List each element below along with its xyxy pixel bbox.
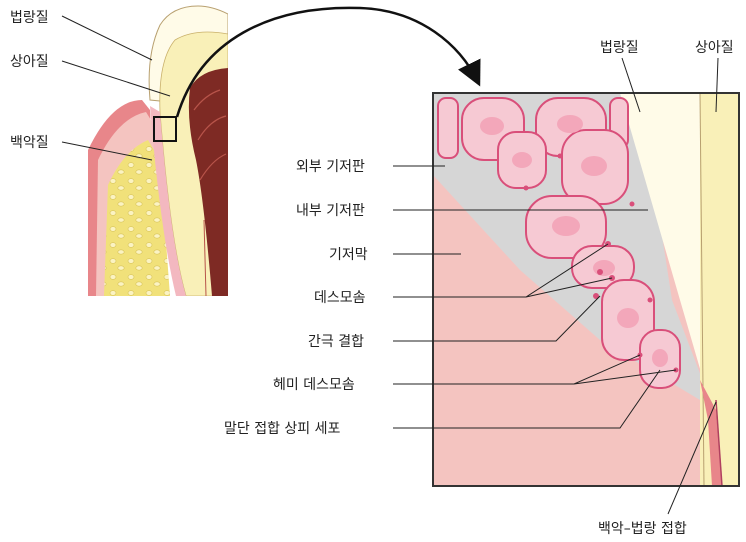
tooth-cross-section	[88, 0, 228, 296]
label-external-basal-lamina: 외부 기저판	[296, 159, 365, 175]
detail-panel	[433, 93, 739, 486]
label-internal-basal-lamina: 내부 기저판	[296, 203, 365, 219]
label-enamel: 법랑질	[10, 10, 49, 26]
label-hemidesmosome: 헤미 데스모솜	[273, 377, 355, 393]
label-dentin: 상아질	[10, 54, 49, 70]
dentin-region	[700, 93, 739, 486]
label-cementum: 백악질	[10, 135, 49, 151]
label-cej: 백악–법랑 접합	[598, 521, 687, 537]
label-desmosome: 데스모솜	[314, 290, 366, 306]
label-basement-membrane: 기저막	[329, 247, 368, 263]
label-junctional-epithelium: 말단 접합 상피 세포	[224, 421, 341, 437]
label-detail-enamel: 법랑질	[600, 40, 639, 56]
label-gap-junction: 간극 결합	[308, 334, 364, 350]
label-detail-dentin: 상아질	[695, 40, 734, 56]
